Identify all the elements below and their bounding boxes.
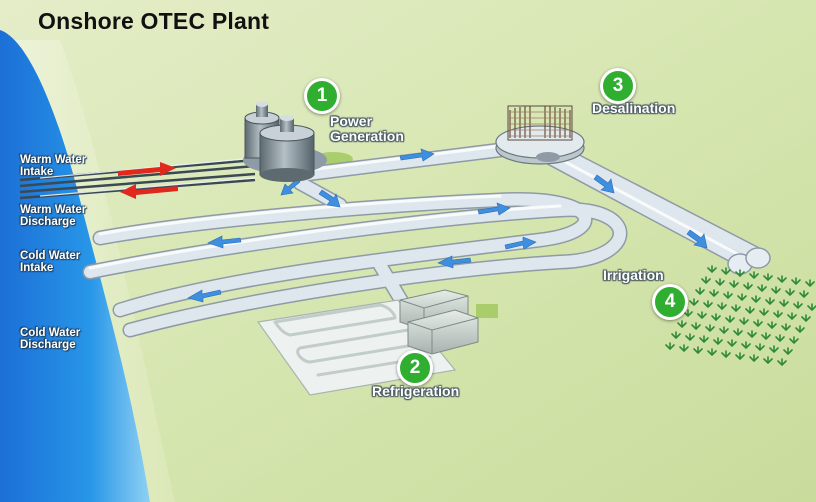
crop-plant (723, 291, 733, 299)
crop-plant (721, 267, 731, 275)
crop-plant (763, 356, 773, 364)
stage-1-badge: 1 (304, 78, 340, 114)
crop-plant (767, 321, 777, 329)
crop-plant (799, 290, 809, 298)
crop-plant (705, 324, 715, 332)
crop-plant (795, 325, 805, 333)
crop-plant (665, 342, 675, 350)
crop-plant (735, 269, 745, 277)
crop-plant (771, 286, 781, 294)
crop-plant (727, 339, 737, 347)
crop-plant (697, 311, 707, 319)
crop-plant (775, 334, 785, 342)
crop-plant (699, 335, 709, 343)
desalination-unit (495, 105, 585, 165)
crop-plant (769, 345, 779, 353)
crop-plant (765, 297, 775, 305)
crop-plant (779, 299, 789, 307)
crop-plant (749, 354, 759, 362)
crop-plant (683, 309, 693, 317)
stage-2-badge: 2 (397, 350, 433, 386)
crop-plant (689, 298, 699, 306)
crop-plant (735, 352, 745, 360)
diagram-title: Onshore OTEC Plant (38, 8, 270, 34)
crop-plant (787, 312, 797, 320)
irrigation-outlet-2 (745, 247, 771, 269)
crop-plant (749, 271, 759, 279)
crop-plant (729, 280, 739, 288)
crop-plant (751, 295, 761, 303)
crop-plant (757, 284, 767, 292)
crop-plant (703, 300, 713, 308)
irrigation-label: Irrigation (603, 267, 664, 283)
crop-plant (693, 346, 703, 354)
crop-plant (807, 303, 816, 311)
crop-plant (677, 320, 687, 328)
crop-plant (763, 273, 773, 281)
crop-plant (671, 331, 681, 339)
power-plant (243, 101, 327, 182)
crop-field (665, 265, 816, 366)
crop-plant (801, 314, 811, 322)
crop-plant (759, 308, 769, 316)
crop-plant (709, 289, 719, 297)
crop-plant (777, 358, 787, 366)
crop-plant (711, 313, 721, 321)
crop-plant (707, 265, 717, 273)
crop-plant (715, 278, 725, 286)
crop-plant (743, 282, 753, 290)
crop-plant (753, 319, 763, 327)
crop-plant (695, 287, 705, 295)
crop-plant (747, 330, 757, 338)
crop-plant (777, 275, 787, 283)
flow-arrows (187, 148, 708, 303)
crop-plant (785, 288, 795, 296)
crop-plant (685, 333, 695, 341)
ocean (0, 30, 150, 502)
warm-discharge-arrow (120, 184, 178, 199)
crop-plant (745, 306, 755, 314)
crop-plant (691, 322, 701, 330)
stage-3-badge: 3 (600, 68, 636, 104)
pad-refrigeration (476, 304, 498, 318)
crop-plant (781, 323, 791, 331)
crop-plant (783, 347, 793, 355)
crop-plant (739, 317, 749, 325)
crop-plant (793, 301, 803, 309)
crop-plant (789, 336, 799, 344)
crop-plant (733, 328, 743, 336)
crop-plant (719, 326, 729, 334)
crop-plant (805, 279, 815, 287)
stage-4-badge: 4 (652, 284, 688, 320)
crop-plant (741, 341, 751, 349)
crop-plant (761, 332, 771, 340)
crop-plant (721, 350, 731, 358)
desalination-label: Desalination (592, 100, 676, 116)
crop-plant (773, 310, 783, 318)
warm-intake-arrow (118, 162, 176, 176)
crop-plant (701, 276, 711, 284)
crop-plant (679, 344, 689, 352)
crop-plant (717, 302, 727, 310)
crop-plant (713, 337, 723, 345)
crop-plant (725, 315, 735, 323)
crop-plant (791, 277, 801, 285)
refrigeration-label: Refrigeration (372, 383, 460, 399)
crop-plant (755, 343, 765, 351)
crop-plant (737, 293, 747, 301)
crop-plant (731, 304, 741, 312)
crop-plant (707, 348, 717, 356)
